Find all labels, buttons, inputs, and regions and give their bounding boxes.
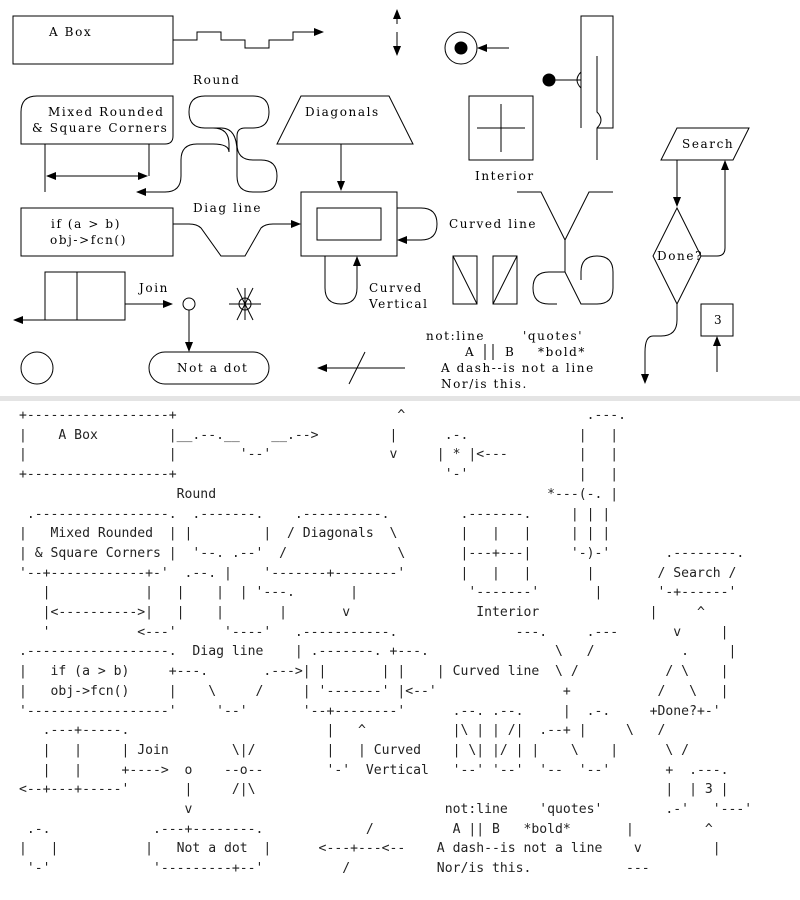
round-tail-arrow	[136, 127, 230, 196]
slashed-box-2	[492, 255, 518, 305]
ascii-source: +------------------+ ^ .---. | A Box |__…	[19, 408, 753, 877]
interior-label: Interior	[475, 169, 535, 183]
rendered-diagram: A Box Round Mixed Rounded & Square Corne…	[0, 0, 800, 395]
big-circle	[20, 351, 54, 385]
round-label: Round	[193, 73, 240, 87]
diagram-canvas: A Box Round Mixed Rounded & Square Corne…	[12, 9, 750, 391]
bold-a-label: A	[464, 345, 475, 359]
number-label: 3	[714, 313, 723, 327]
mixed-corners-shape	[20, 95, 174, 145]
y-shape-left-curl	[532, 271, 565, 305]
diagonals-label: Diagonals	[305, 105, 380, 119]
y-shape-right-curl	[564, 255, 614, 305]
notline-label: not:line	[426, 329, 485, 343]
code-label-1: if (a > b)	[51, 217, 121, 231]
done-exit-arrow	[641, 304, 678, 384]
done-label: Done?	[657, 249, 703, 263]
search-label: Search	[682, 137, 734, 151]
quotes-label: 'quotes'	[523, 329, 583, 343]
arrow-slash	[348, 351, 366, 385]
small-circle	[182, 297, 196, 311]
slash-1	[452, 255, 478, 305]
tall-tube	[580, 15, 614, 129]
bold-text-label: *bold*	[538, 345, 586, 359]
slashed-box-1	[452, 255, 478, 305]
join-box	[44, 271, 126, 321]
star-d2	[236, 287, 254, 321]
diag-line-label: Diag line	[193, 201, 262, 215]
a-box-shape	[12, 15, 174, 65]
y-shape-top	[517, 191, 613, 242]
inner-box	[316, 207, 382, 241]
curved-line-label: Curved line	[449, 217, 537, 231]
diag-line-arrow	[173, 220, 301, 257]
code-label-2: obj->fcn()	[50, 233, 127, 247]
squiggle-arrow	[173, 28, 324, 49]
done-loop-arrow	[701, 160, 729, 257]
curved-vertical-label-2: Vertical	[368, 297, 429, 311]
nor-text-label: Nor/is this.	[441, 377, 528, 391]
interior-box	[468, 95, 534, 161]
dash-text-label: A dash--is not a line	[440, 361, 595, 375]
not-a-dot-label: Not a dot	[177, 361, 248, 375]
diagonals-shape	[276, 95, 414, 145]
target-dot	[454, 41, 468, 55]
tube-hop	[576, 71, 582, 89]
curved-vertical-loop	[324, 256, 361, 305]
curved-line-loop	[397, 207, 438, 244]
section-divider	[0, 396, 800, 401]
search-shape	[660, 127, 750, 161]
a-box-label: A Box	[48, 25, 92, 39]
bold-b-label: B	[505, 345, 515, 359]
slash-2	[492, 255, 518, 305]
curved-vertical-label-1: Curved	[369, 281, 423, 295]
code-box	[20, 207, 174, 257]
join-label: Join	[137, 281, 169, 295]
mixed-label-2: & Square Corners	[32, 121, 168, 135]
round-shape	[188, 95, 278, 193]
not-a-dot-shape	[148, 351, 270, 385]
mixed-label-1: Mixed Rounded	[48, 105, 164, 119]
tube-inner-line	[596, 56, 602, 160]
outer-box	[300, 191, 398, 257]
